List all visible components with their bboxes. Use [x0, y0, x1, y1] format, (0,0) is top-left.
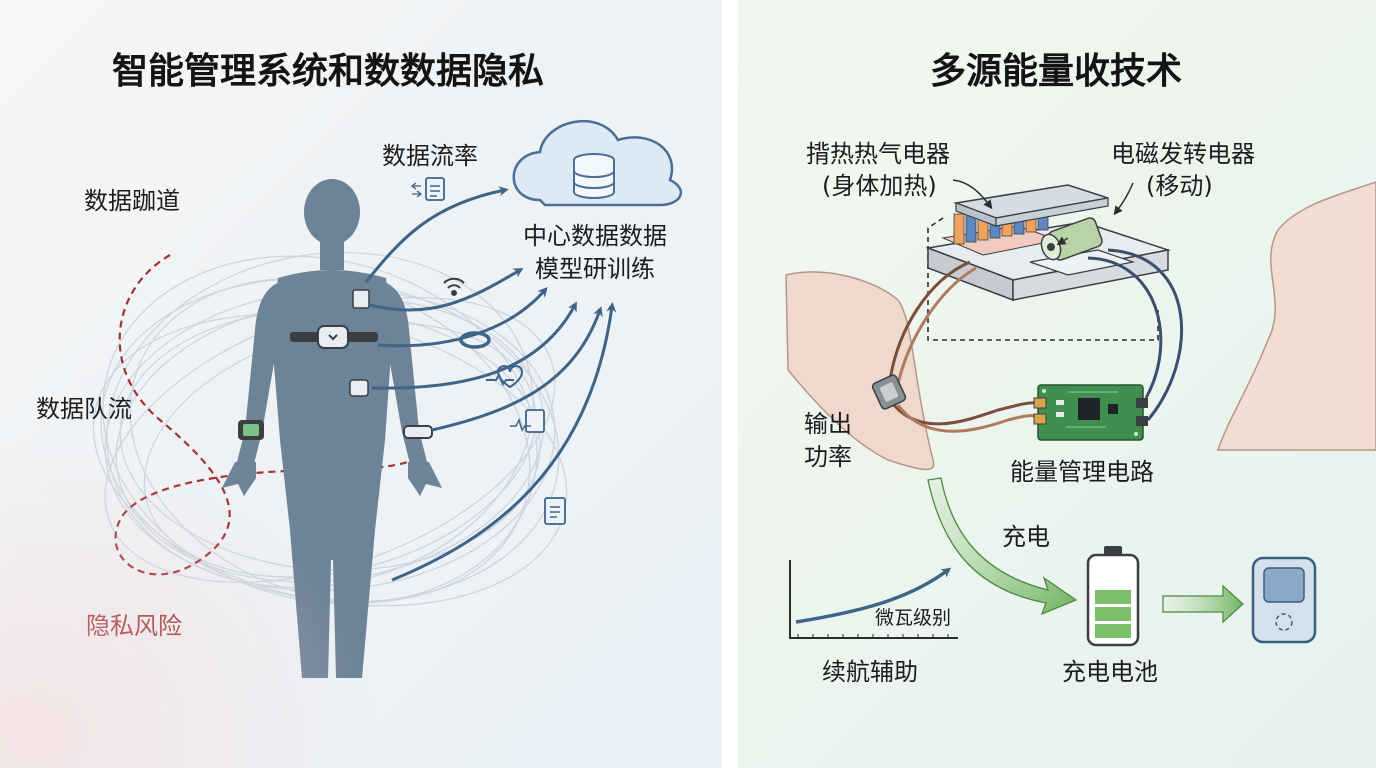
abdomen-patch-sensor [349, 379, 369, 397]
left-arm-skin [785, 271, 935, 471]
cloud-label-line1: 中心数据数据 [523, 222, 667, 250]
wearable-device-icon [1251, 556, 1317, 644]
label-privacy-risk: 隐私风险 [86, 612, 182, 640]
cloud-label-line2: 模型研训练 [535, 255, 655, 283]
module-dashed-bracket [927, 217, 1159, 341]
wires [888, 248, 1184, 433]
right-panel: 多源能量收技术 揹热热气电器 (身体加热) 电磁发转电器 (移动) 输出 功率 … [738, 0, 1376, 768]
thermo-pointer [952, 179, 993, 210]
heart-rate-icon [486, 365, 524, 389]
left-wrist-watch [238, 420, 264, 440]
label-electromagnetic-note: (移动) [1146, 172, 1213, 200]
label-data-flow: 数据队流 [36, 395, 132, 423]
chest-patch-sensor [352, 289, 370, 309]
arrow-chest [364, 186, 509, 283]
harvester-module [925, 184, 1171, 302]
document-sync-icon [410, 177, 445, 201]
label-thermoelectric-note: (身体加热) [822, 172, 937, 200]
arrow-patch [369, 267, 524, 312]
label-thermoelectric: 揹热热气电器 [806, 140, 950, 168]
ecg-document-icon [510, 409, 545, 433]
database-icon [573, 153, 615, 199]
arrow-leg [391, 302, 617, 582]
right-title: 多源能量收技术 [930, 51, 1183, 92]
power-management-pcb [1033, 384, 1148, 441]
left-title: 智能管理系统和数数据隐私 [112, 51, 545, 92]
label-power-management: 能量管理电路 [1010, 458, 1154, 486]
right-shoulder-skin [1216, 181, 1376, 451]
label-battery: 充电电池 [1062, 658, 1158, 686]
em-pointer [1113, 182, 1134, 216]
output-patch [871, 374, 907, 410]
microwatt-chart [789, 560, 958, 639]
output-arrow [1162, 584, 1244, 624]
label-data-rate: 数据流率 [382, 142, 478, 170]
document-icon [544, 497, 566, 525]
left-panel: 智能管理系统和数数据隐私 数据流率 数据跏道 数据队流 隐私风险 中心数据数据 … [0, 0, 722, 768]
label-output-line1: 输出 [804, 410, 852, 438]
em-generator-icon [1040, 217, 1103, 261]
wifi-icon [443, 277, 465, 296]
panel-divider [722, 0, 738, 768]
label-electromagnetic: 电磁发转电器 [1111, 140, 1255, 168]
battery-icon [1086, 546, 1140, 647]
label-endurance: 续航辅助 [822, 658, 918, 686]
label-charge: 充电 [1002, 523, 1050, 551]
label-output-line2: 功率 [804, 443, 852, 471]
left-illustration [92, 119, 683, 678]
label-data-track: 数据跏道 [84, 187, 180, 215]
ring-icon [459, 331, 491, 349]
label-microwatt: 微瓦级别 [875, 607, 952, 629]
right-illustration [785, 179, 1376, 647]
arrow-wristband [431, 306, 603, 432]
right-wrist-band [403, 425, 433, 439]
chest-strap-sensor [290, 325, 378, 349]
charge-arrow [927, 477, 1078, 616]
